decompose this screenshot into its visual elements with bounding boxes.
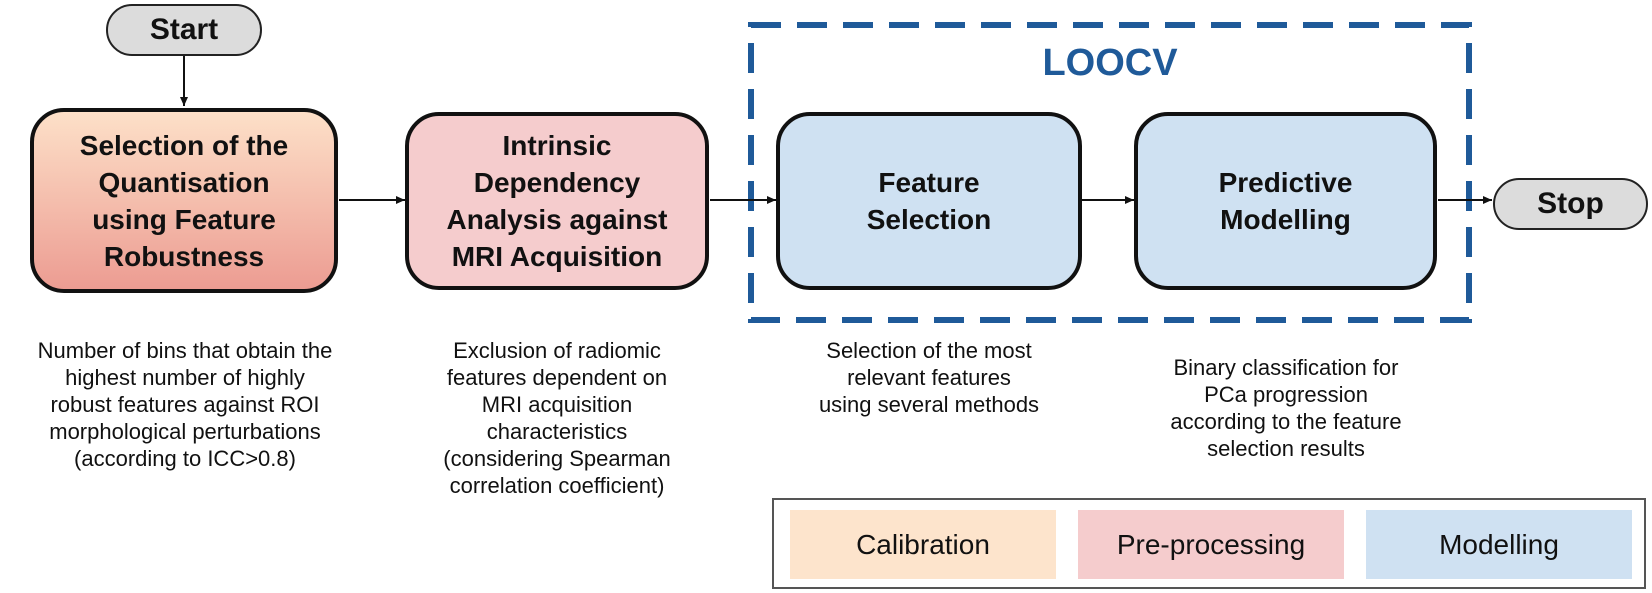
legend-label-calibration: Calibration (856, 528, 990, 560)
legend-label-modelling: Modelling (1439, 528, 1559, 560)
feature-selection-step: Feature Selection (776, 112, 1082, 290)
loocv-label: LOOCV (1042, 42, 1178, 84)
legend: Calibration Pre-processing Modelling (772, 498, 1646, 589)
preprocessing-caption: Exclusion of radiomic features dependent… (443, 338, 671, 498)
legend-label-preprocessing: Pre-processing (1116, 528, 1306, 560)
preprocessing-step-title: Intrinsic Dependency Analysis against MR… (446, 130, 668, 272)
legend-item-modelling: Modelling (1366, 510, 1632, 579)
start-label: Start (149, 13, 219, 46)
preprocessing-step: Intrinsic Dependency Analysis against MR… (405, 112, 709, 290)
predictive-modelling-caption: Binary classification for PCa progressio… (1170, 355, 1402, 461)
predictive-modelling-step-title: Predictive Modelling (1218, 167, 1353, 235)
calibration-step-title: Selection of the Quantisation using Feat… (79, 129, 289, 272)
feature-selection-step-title: Feature Selection (866, 167, 992, 235)
stop-terminal: Stop (1493, 178, 1648, 230)
predictive-modelling-step: Predictive Modelling (1134, 112, 1437, 290)
calibration-step: Selection of the Quantisation using Feat… (30, 108, 338, 293)
feature-selection-caption: Selection of the most relevant features … (818, 338, 1040, 417)
legend-item-preprocessing: Pre-processing (1078, 510, 1344, 579)
stop-label: Stop (1537, 187, 1604, 220)
calibration-caption: Number of bins that obtain the highest n… (37, 338, 333, 471)
start-terminal: Start (106, 4, 262, 56)
legend-item-calibration: Calibration (790, 510, 1056, 579)
